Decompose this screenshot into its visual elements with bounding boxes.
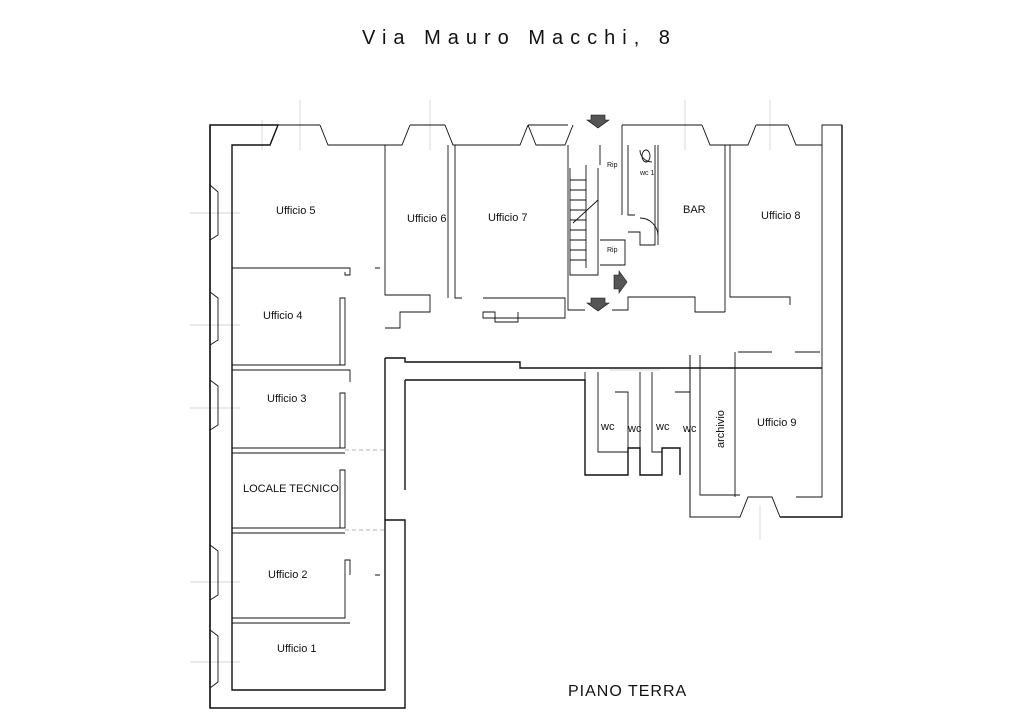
room-label-ufficio-4: Ufficio 4 [263, 310, 303, 322]
room-label-wc-a: wc [600, 421, 615, 433]
room-label-ufficio-6: Ufficio 6 [407, 213, 447, 225]
room-label-wc-d: wc [682, 423, 697, 435]
exterior-walls [209, 124, 843, 709]
room-label-ufficio-1: Ufficio 1 [277, 643, 317, 655]
room-label-wc-1: wc 1 [639, 170, 655, 177]
room-label-bar: BAR [683, 204, 706, 216]
room-label-locale-tecnico: LOCALE TECNICO [243, 483, 339, 495]
room-label-ufficio-9: Ufficio 9 [757, 417, 797, 429]
room-labels: Ufficio 5 Ufficio 6 Ufficio 7 BAR Uffici… [243, 162, 801, 655]
room-label-ufficio-8: Ufficio 8 [761, 210, 801, 222]
room-label-ufficio-7: Ufficio 7 [488, 212, 528, 224]
room-label-rip-top: Rip [607, 162, 618, 169]
west-wing-partitions [232, 267, 385, 624]
room-label-wc-b: wc [627, 423, 642, 435]
north-wing-walls [384, 125, 791, 329]
room-label-ufficio-3: Ufficio 3 [267, 393, 307, 405]
entrance-arrows [586, 114, 628, 312]
room-label-wc-c: wc [655, 421, 670, 433]
room-label-ufficio-2: Ufficio 2 [268, 569, 308, 581]
floor-title: PIANO TERRA [568, 683, 687, 700]
corridor-walls [384, 351, 822, 520]
door-swings [639, 149, 659, 237]
staircase [569, 165, 599, 276]
room-label-ufficio-5: Ufficio 5 [276, 205, 316, 217]
room-label-rip-bottom: Rip [607, 247, 618, 254]
room-label-archivio: archivio [715, 410, 727, 448]
street-title: Via Mauro Macchi, 8 [362, 27, 677, 49]
